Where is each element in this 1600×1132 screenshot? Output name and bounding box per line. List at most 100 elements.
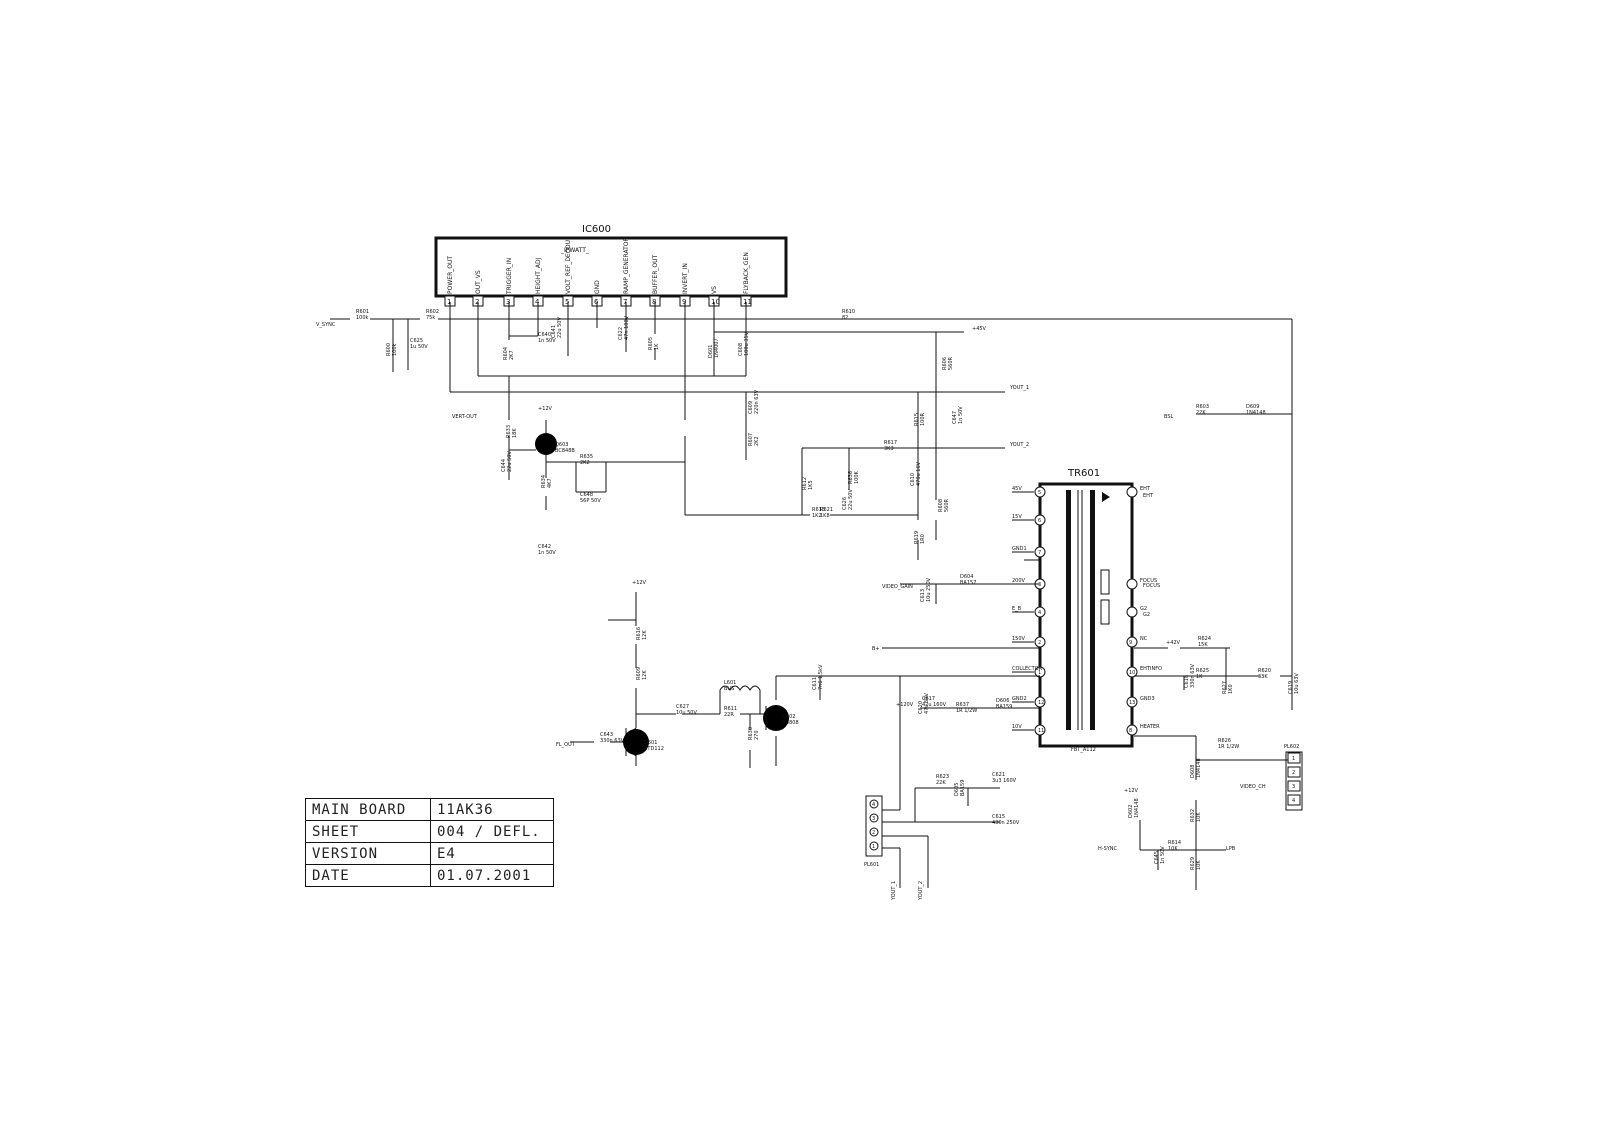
component-ref: R614 — [1168, 840, 1181, 846]
ic-pin-name: RAMP_GENERATOR — [623, 237, 630, 294]
component-value: 10u 50V — [676, 710, 697, 716]
component-value: 1N4148 — [1246, 410, 1266, 416]
tr-pin-label: G2 — [1140, 606, 1147, 612]
tr-pin-label: GND2 — [1012, 696, 1027, 702]
component-ref: R612 — [802, 477, 808, 490]
net-yout2: YOUT_2 — [1009, 442, 1029, 448]
component-value: 47n 100V — [624, 315, 630, 340]
tr-pin-label: EHTINFO — [1140, 666, 1162, 672]
component-value: 270 — [754, 730, 760, 740]
component-value: 1n 50V — [538, 550, 556, 556]
net-p120v: +120V — [896, 702, 914, 708]
component-ref: R624 — [1198, 636, 1211, 642]
title-row: MAIN BOARD 11AK36 — [305, 798, 554, 821]
net-b-plus: B+ — [872, 646, 880, 652]
pl602-pin-number: 4 — [1292, 798, 1295, 804]
component-ref: D606 — [996, 698, 1009, 704]
tr-pin-label: FOCUS — [1140, 578, 1157, 584]
component-value: 1R 1/2W — [956, 708, 977, 714]
ic-pin-name: HEIGHT_ADJ — [535, 257, 542, 294]
tr-pin-label: NC — [1140, 636, 1148, 642]
title-row: SHEET 004 / DEFL. — [305, 820, 554, 843]
component-ref: D605 — [954, 783, 960, 796]
pl601-pin — [869, 799, 879, 809]
component-value: 1u 50V — [410, 344, 428, 350]
component-ref: Q601 — [644, 740, 657, 746]
component-ref: R636 — [848, 471, 854, 484]
component-value: 100k — [356, 315, 369, 321]
component-ref: C645 — [1154, 851, 1160, 864]
component-ref: R633 — [506, 425, 512, 438]
pl601-pin-number: 3 — [872, 816, 875, 822]
title-key: VERSION — [305, 842, 431, 865]
component-value: 1K0 — [1228, 684, 1234, 694]
component-value: 3u3 160V — [992, 778, 1017, 784]
tr-pin-number: 9 — [1129, 640, 1132, 646]
component-ref: R620 — [1258, 668, 1271, 674]
tr-pin-number: 11 — [1038, 728, 1044, 734]
component-value: 22u 50V — [557, 317, 563, 338]
component-value: BU808 — [782, 720, 799, 726]
tr-pin-label: GND1 — [1012, 546, 1027, 552]
component-ref: R621 — [820, 507, 833, 513]
component-value: 4K7 — [547, 478, 553, 488]
pl602-pin — [1287, 752, 1301, 764]
tr-pin — [1034, 606, 1046, 618]
component-ref: Q602 — [782, 714, 795, 720]
component-ref: R610 — [842, 309, 855, 315]
pl602-pin-number: 3 — [1292, 784, 1295, 790]
tr-pin-number: 1 — [1038, 670, 1041, 676]
tr-pin-number: 13 — [1129, 700, 1135, 706]
component-value: 56P 50V — [580, 498, 601, 504]
ic-pin-number: 11 — [743, 298, 752, 306]
tr-pin — [1034, 514, 1046, 526]
component-ref: R619 — [914, 531, 920, 544]
component-ref: C618 — [1184, 675, 1190, 688]
tr-pin-label: E_B — [1012, 606, 1022, 612]
component-ref: R635 — [580, 454, 593, 460]
pl601-pin-number: 2 — [872, 830, 875, 836]
net-yout1: YOUT_1 — [1009, 385, 1029, 391]
tr-pin — [1034, 546, 1046, 558]
pl601-pin-number: 1 — [872, 844, 875, 850]
title-row: DATE 01.07.2001 — [305, 864, 554, 887]
component-ref: C625 — [410, 338, 423, 344]
component-value: 1N4148 — [1196, 758, 1202, 778]
ic-pin-name: TRIGGER_IN — [506, 258, 513, 295]
component-value: 10u 63V — [1294, 673, 1300, 694]
pl602-pin-number: 2 — [1292, 770, 1295, 776]
component-ref: R626 — [1218, 738, 1231, 744]
component-ref: R629 — [1190, 857, 1196, 870]
tr-wiring — [776, 413, 1293, 890]
tr-pin-number: 4 — [1038, 610, 1041, 616]
component-ref: C615 — [992, 814, 1005, 820]
tr-pin-label: 45V — [1012, 486, 1022, 492]
net-lpb: LPB — [1226, 846, 1236, 852]
component-ref: C622 — [618, 327, 624, 340]
tr-pin — [1034, 696, 1046, 708]
ic-pin-name: FLYBACK_GEN — [743, 252, 750, 294]
component-value: 22K — [936, 780, 946, 786]
component-value: 10u 250V — [926, 577, 932, 602]
component-ref: R623 — [936, 774, 949, 780]
component-value: 100K — [854, 470, 860, 484]
component-ref: R607 — [748, 433, 754, 446]
component-value: 2K7 — [509, 350, 515, 360]
ic-pin-name: INVERT_IN — [682, 263, 689, 294]
ic-wiring — [330, 302, 1293, 676]
tr-pin — [1126, 606, 1138, 618]
tr601-ref: TR601 — [1067, 468, 1100, 479]
component-value: 82 — [842, 315, 848, 321]
net-video-gain: VIDEO_GAIN — [882, 584, 913, 590]
component-value: 22u 50V — [507, 451, 513, 472]
ic-pin-name: OUT_VS — [475, 270, 482, 294]
component-value: 1R 1/2W — [1218, 744, 1239, 750]
component-ref: C610 — [910, 473, 916, 486]
tr-pin — [1034, 486, 1046, 498]
net-p12v-c: +12V — [1124, 788, 1139, 794]
component-value: 330n 63V — [1190, 663, 1196, 688]
component-value: 10K — [1196, 860, 1202, 870]
component-ref: C643 — [600, 732, 613, 738]
